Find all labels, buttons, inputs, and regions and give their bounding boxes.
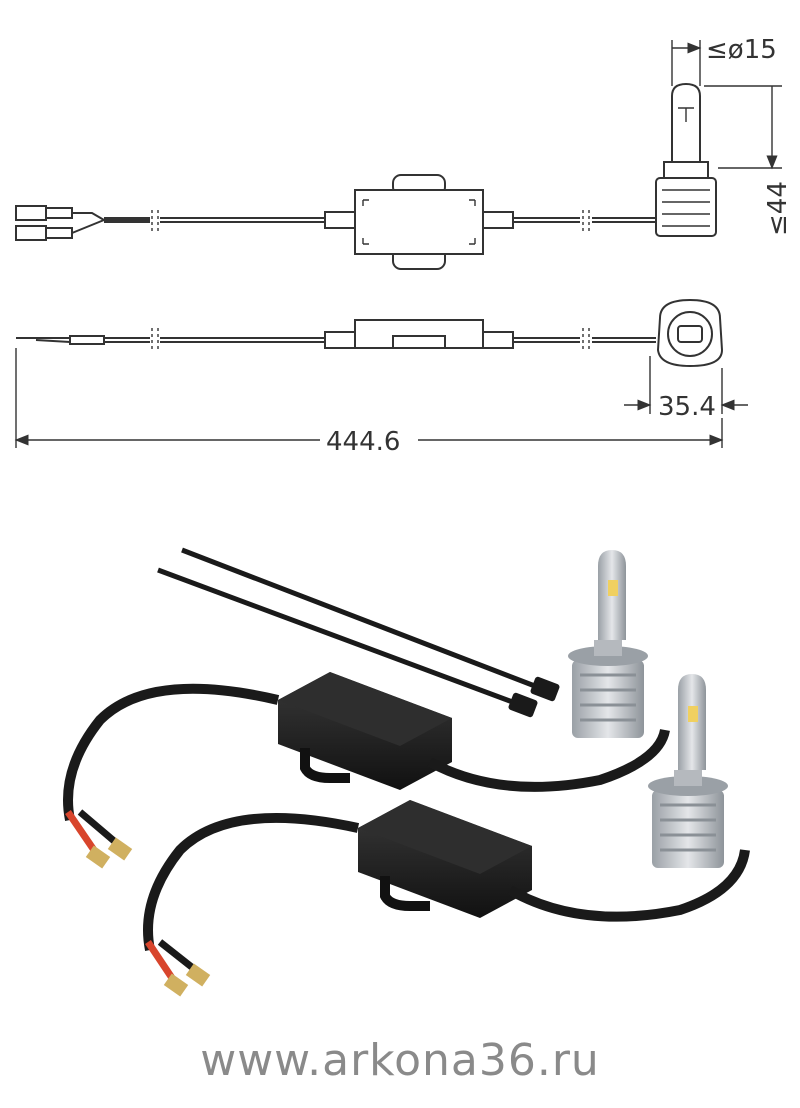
dim-height: ≤44 — [763, 181, 793, 236]
cable-tie-upper — [181, 547, 560, 702]
website-watermark: www.arkona36.ru — [200, 1035, 600, 1086]
bulb-side-view — [655, 82, 717, 237]
connector-bottom — [15, 225, 47, 241]
dim-socket-width: 35.4 — [658, 392, 716, 422]
product-photo — [63, 547, 750, 997]
cable-break — [151, 210, 159, 232]
connector-top-sleeve — [45, 207, 73, 219]
led-kit-upper — [63, 550, 670, 869]
control-module — [354, 189, 484, 255]
dim-diameter: ≤ø15 — [706, 35, 777, 65]
side-view-drawing: 35.4 444.6 — [14, 298, 748, 457]
connector-top — [15, 205, 47, 221]
bulb-socket-view — [656, 298, 724, 368]
connector-bottom-sleeve — [45, 227, 73, 239]
dim-total-length: 444.6 — [326, 427, 400, 457]
cable-tie-lower — [157, 567, 538, 718]
led-kit-lower — [143, 674, 750, 997]
wire-split — [71, 212, 150, 234]
top-view-drawing: ≤ø15 ≤44 — [15, 35, 793, 270]
bulb-heatsink — [572, 660, 644, 738]
